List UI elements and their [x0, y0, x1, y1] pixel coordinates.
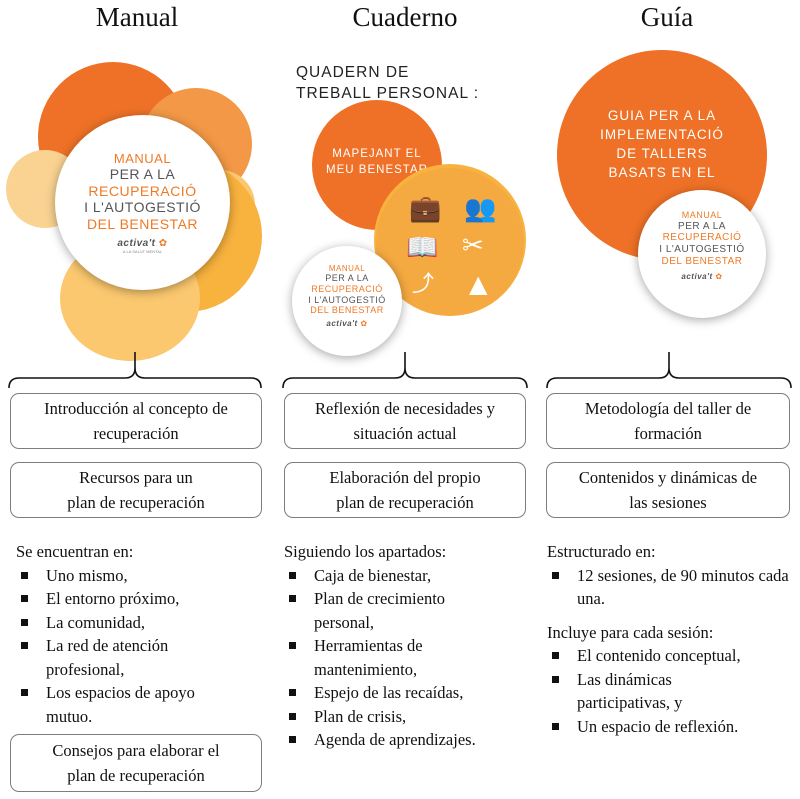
manual-cover: MANUAL PER A LA RECUPERACIÓ I L'AUTOGEST… [0, 0, 266, 370]
list-item: Plan de crecimiento personal, [284, 587, 484, 634]
list-item: Agenda de aprendizajes. [284, 728, 528, 752]
tools-icon: ✂ [462, 231, 484, 261]
column-title-cuaderno: Cuaderno [352, 2, 458, 32]
chart-icon: ⤴ [412, 272, 435, 297]
people-icon: 👥 [464, 194, 497, 224]
flower-logo-icon: ✿ [158, 238, 168, 250]
guia-list: Estructurado en: 12 sesiones, de 90 minu… [547, 540, 795, 738]
cuaderno-list: Siguiendo los apartados: Caja de bienest… [284, 540, 528, 752]
manual-list-header: Se encuentran en: [16, 542, 134, 561]
manual-title-circle: MANUAL PER A LA RECUPERACIÓ I L'AUTOGEST… [55, 115, 230, 290]
list-item: Herramientas de mantenimiento, [284, 634, 454, 681]
list-item: 12 sesiones, de 90 minutos cada una. [547, 564, 792, 611]
list-item: Espejo de las recaídas, [284, 681, 528, 705]
cuaderno-small-circle: MANUAL PER A LA RECUPERACIÓ I L'AUTOGEST… [292, 246, 402, 356]
guia-list-header: Estructurado en: [547, 542, 656, 561]
bracket-manual [8, 352, 262, 389]
cuaderno-list-header: Siguiendo los apartados: [284, 542, 447, 561]
guia-cover: GUIA PER A LA IMPLEMENTACIÓ DE TALLERS B… [534, 0, 800, 370]
briefcase-icon: 💼 [409, 194, 442, 224]
list-item: Uno mismo, [16, 564, 260, 588]
list-item: Los espacios de apoyo mutuo. [16, 681, 231, 728]
list-item: Caja de bienestar, [284, 564, 528, 588]
activat-logo-small: activa't ✿ [326, 318, 368, 328]
list-item: Un espacio de reflexión. [547, 715, 795, 739]
bracket-guia [546, 352, 792, 389]
open-book-icon: 📖 [406, 233, 439, 263]
activat-logo-small: activa't ✿ [681, 271, 723, 281]
cuaderno-cover: QUADERN DE TREBALL PERSONAL : MAPEJANT E… [266, 0, 534, 370]
column-title-guia: Guía [640, 2, 694, 32]
guia-small-circle: MANUAL PER A LA RECUPERACIÓ I L'AUTOGEST… [638, 190, 766, 318]
list-item: Plan de crisis, [284, 705, 528, 729]
column-title-manual: Manual [95, 2, 179, 32]
bracket-cuaderno [282, 352, 528, 389]
guia-list-header-2: Incluye para cada sesión: [547, 622, 714, 642]
flower-logo-icon: ✿ [715, 271, 723, 281]
activat-logo: activa't ✿ [117, 238, 168, 250]
quadern-heading: QUADERN DE TREBALL PERSONAL : [296, 64, 480, 102]
list-item: La comunidad, [16, 611, 260, 635]
flower-logo-icon: ✿ [360, 318, 368, 328]
list-item: Las dinámicas participativas, y [547, 668, 717, 715]
list-item: La red de atención profesional, [16, 634, 216, 681]
list-item: El entorno próximo, [16, 587, 260, 611]
list-item: El contenido conceptual, [547, 644, 795, 668]
traffic-cone-icon: ▲ [469, 270, 488, 298]
manual-list: Se encuentran en: Uno mismo, El entorno … [16, 540, 260, 728]
